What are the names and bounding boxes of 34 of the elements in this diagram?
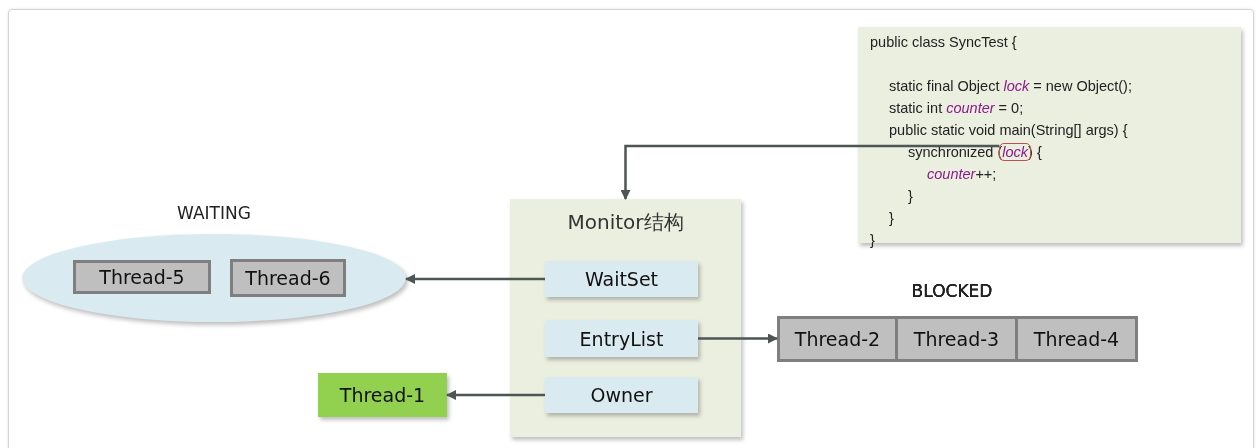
- code-line: static int counter = 0;: [889, 99, 1024, 118]
- field-box: [545, 320, 698, 357]
- node-label: Thread-2: [794, 328, 881, 350]
- node-label: Monitor结构: [567, 209, 684, 236]
- monitor-box: [510, 199, 741, 437]
- arrow: [620, 144, 1000, 200]
- code-line: }: [889, 209, 894, 228]
- thread-box: [318, 373, 447, 417]
- node-label: Thread-6: [245, 267, 331, 289]
- code-line: counter++;: [927, 165, 997, 184]
- node-label: WaitSet: [584, 268, 659, 290]
- state-heading: WAITING: [177, 203, 251, 223]
- node-label: Thread-5: [99, 266, 185, 288]
- thread-box: [230, 259, 346, 297]
- node-label: Thread-3: [913, 328, 1000, 350]
- code-line: }: [908, 187, 913, 206]
- highlight-box: [999, 143, 1032, 161]
- arrow: [405, 274, 545, 284]
- thread-box: [73, 260, 211, 294]
- arrow: [698, 333, 778, 344]
- thread-box: [777, 316, 898, 362]
- thread-box: [895, 316, 1018, 362]
- thread-box: [1015, 316, 1138, 362]
- node-label: EntryList: [579, 327, 664, 350]
- node-label: Owner: [590, 384, 653, 406]
- field-box: [545, 377, 698, 413]
- code-line: }: [870, 231, 875, 250]
- node-label: Thread-4: [1033, 328, 1120, 350]
- code-line: static final Object lock = new Object();: [889, 77, 1132, 96]
- code-line: public static void main(String[] args) {: [889, 121, 1128, 140]
- node-label: Thread-1: [339, 384, 426, 406]
- arrow: [446, 390, 545, 400]
- field-box: [545, 261, 698, 297]
- code-line: public class SyncTest {: [870, 33, 1017, 52]
